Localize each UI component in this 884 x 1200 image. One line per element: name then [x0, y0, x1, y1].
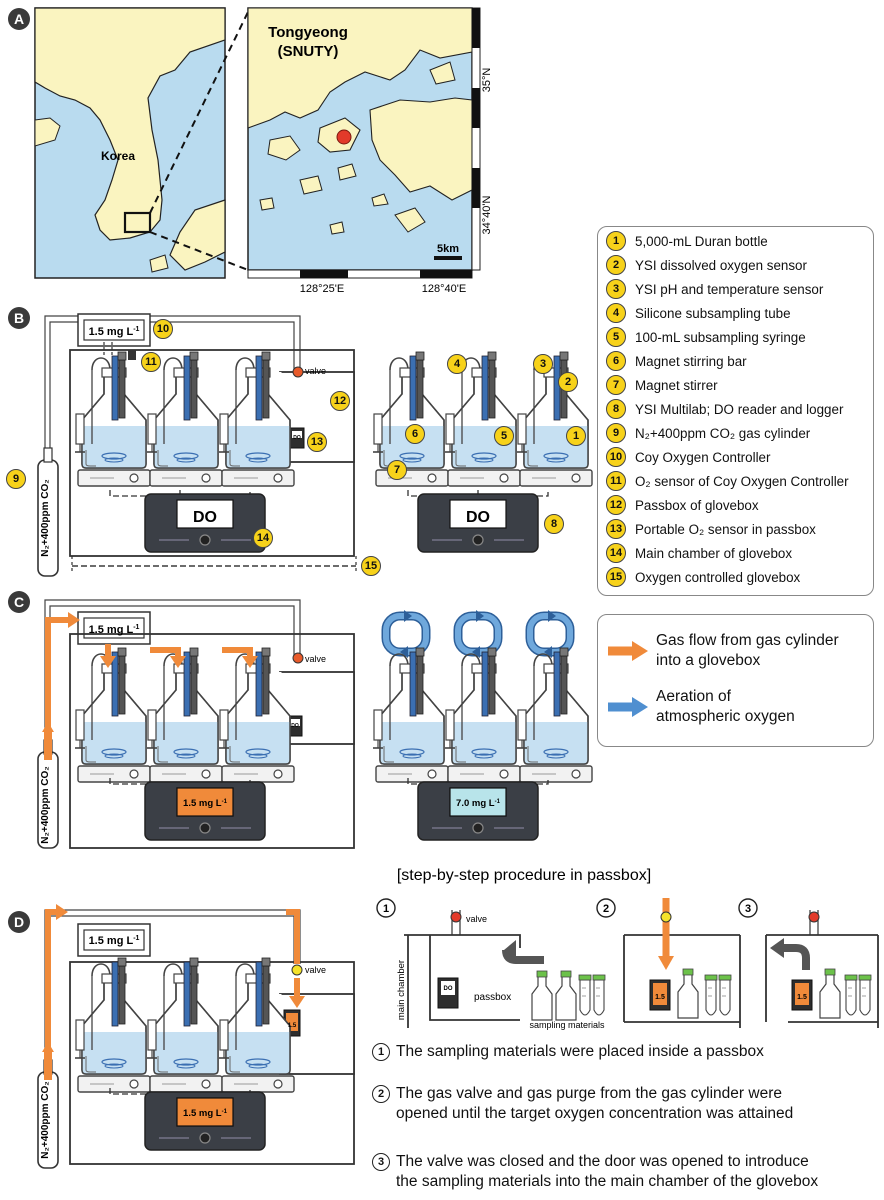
panel-label-c-badge [8, 591, 30, 613]
main-chamber-label: main chamber [396, 960, 407, 1020]
callout-13: 13 [307, 432, 327, 452]
callout-12: 12 [330, 391, 350, 411]
callout-2: 2 [558, 372, 578, 392]
controller-readout-c: 1.5 mg L-1 [89, 624, 140, 636]
gas-flow-label: Gas flow from gas cylinder into a gloveb… [656, 632, 839, 669]
procedure-step1-diagram: 1 [376, 898, 606, 1028]
svg-text:3: 3 [745, 903, 751, 915]
zoom-line-bottom [149, 231, 249, 271]
valve-label-step1: valve [466, 914, 487, 924]
callout-1: 1 [566, 426, 586, 446]
callout-11: 11 [141, 352, 161, 372]
glovebox-d [37, 904, 355, 1169]
passbox-label: passbox [474, 992, 511, 1003]
callout-10: 10 [153, 319, 173, 339]
reader-display-b-outside: DO [466, 509, 490, 526]
passbox-sensor-b: DO [293, 435, 301, 441]
controller-readout-d: 1.5 mg L-1 [89, 935, 140, 947]
callout-7: 7 [387, 460, 407, 480]
passbox-sensor-d: 1.5 [288, 1023, 297, 1029]
procedure-step3-diagram: 3 [738, 898, 879, 1028]
passbox-sensor-c: DO [291, 723, 299, 729]
cylinder-label-c: N₂+400ppm CO₂ [40, 766, 51, 844]
flow-legend: Gas flow from gas cylinder into a gloveb… [597, 614, 874, 747]
cylinder-label-d: N₂+400ppm CO₂ [40, 1081, 51, 1159]
country-label: Korea [101, 149, 135, 163]
reader-display-c-outside: 7.0 mg L-1 [456, 798, 501, 809]
valve-label-d: valve [305, 965, 326, 975]
callout-6: 6 [405, 424, 425, 444]
procedure-step2-diagram: 2 [596, 898, 741, 1028]
callout-15: 15 [361, 556, 381, 576]
glovebox-c [37, 599, 355, 849]
panel-label-a-badge [8, 8, 30, 30]
panel-label-d-badge [8, 911, 30, 933]
flow-legend-arrows [608, 641, 648, 717]
site-label-line2: (SNUTY) [278, 43, 339, 60]
reader-display-b-inside: DO [193, 509, 217, 526]
passbox-sensor-step2: 1.5 [655, 994, 665, 1001]
scale-bar-label: 5km [437, 243, 459, 255]
materials-label: sampling materials [529, 1020, 605, 1030]
lat-label-3440: 34°40'N [481, 195, 493, 234]
procedure-title: [step-by-step procedure in passbox] [397, 867, 651, 884]
korea-map: Korea [34, 7, 226, 279]
panel-label-b: B [14, 310, 24, 326]
callout-3: 3 [533, 354, 553, 374]
lat-label-35: 35°N [481, 68, 493, 93]
outside-setup-b [372, 351, 593, 553]
panel-label-c: C [14, 594, 24, 610]
svg-text:2: 2 [603, 903, 609, 915]
controller-readout-b: 1.5 mg L-1 [89, 326, 140, 338]
site-marker [336, 129, 352, 145]
callout-5: 5 [494, 426, 514, 446]
lon-label-12825: 128°25'E [300, 283, 344, 295]
panel-label-a: A [14, 11, 24, 27]
aeration-label: Aeration of atmospheric oxygen [656, 688, 795, 725]
zoom-line-top [149, 11, 249, 214]
passbox-sensor-step3: 1.5 [797, 994, 807, 1001]
reader-display-c-inside: 1.5 mg L-1 [183, 798, 228, 809]
valve-label-c: valve [305, 654, 326, 664]
callout-14: 14 [253, 528, 273, 548]
passbox-sensor-step1: DO [444, 986, 453, 992]
svg-text:1: 1 [383, 903, 389, 915]
cylinder-label-b: N₂+400ppm CO₂ [40, 479, 51, 557]
panel-label-b-badge [8, 307, 30, 329]
outside-setup-c [372, 610, 593, 841]
callout-9: 9 [6, 469, 26, 489]
panel-label-d: D [14, 914, 24, 930]
callout-8: 8 [544, 514, 564, 534]
lon-label-12840: 128°40'E [422, 283, 466, 295]
valve-label-b: valve [305, 366, 326, 376]
site-label-line1: Tongyeong [268, 24, 348, 41]
reader-display-d: 1.5 mg L-1 [183, 1108, 228, 1119]
tongyeong-map [247, 7, 481, 279]
callout-4: 4 [447, 354, 467, 374]
